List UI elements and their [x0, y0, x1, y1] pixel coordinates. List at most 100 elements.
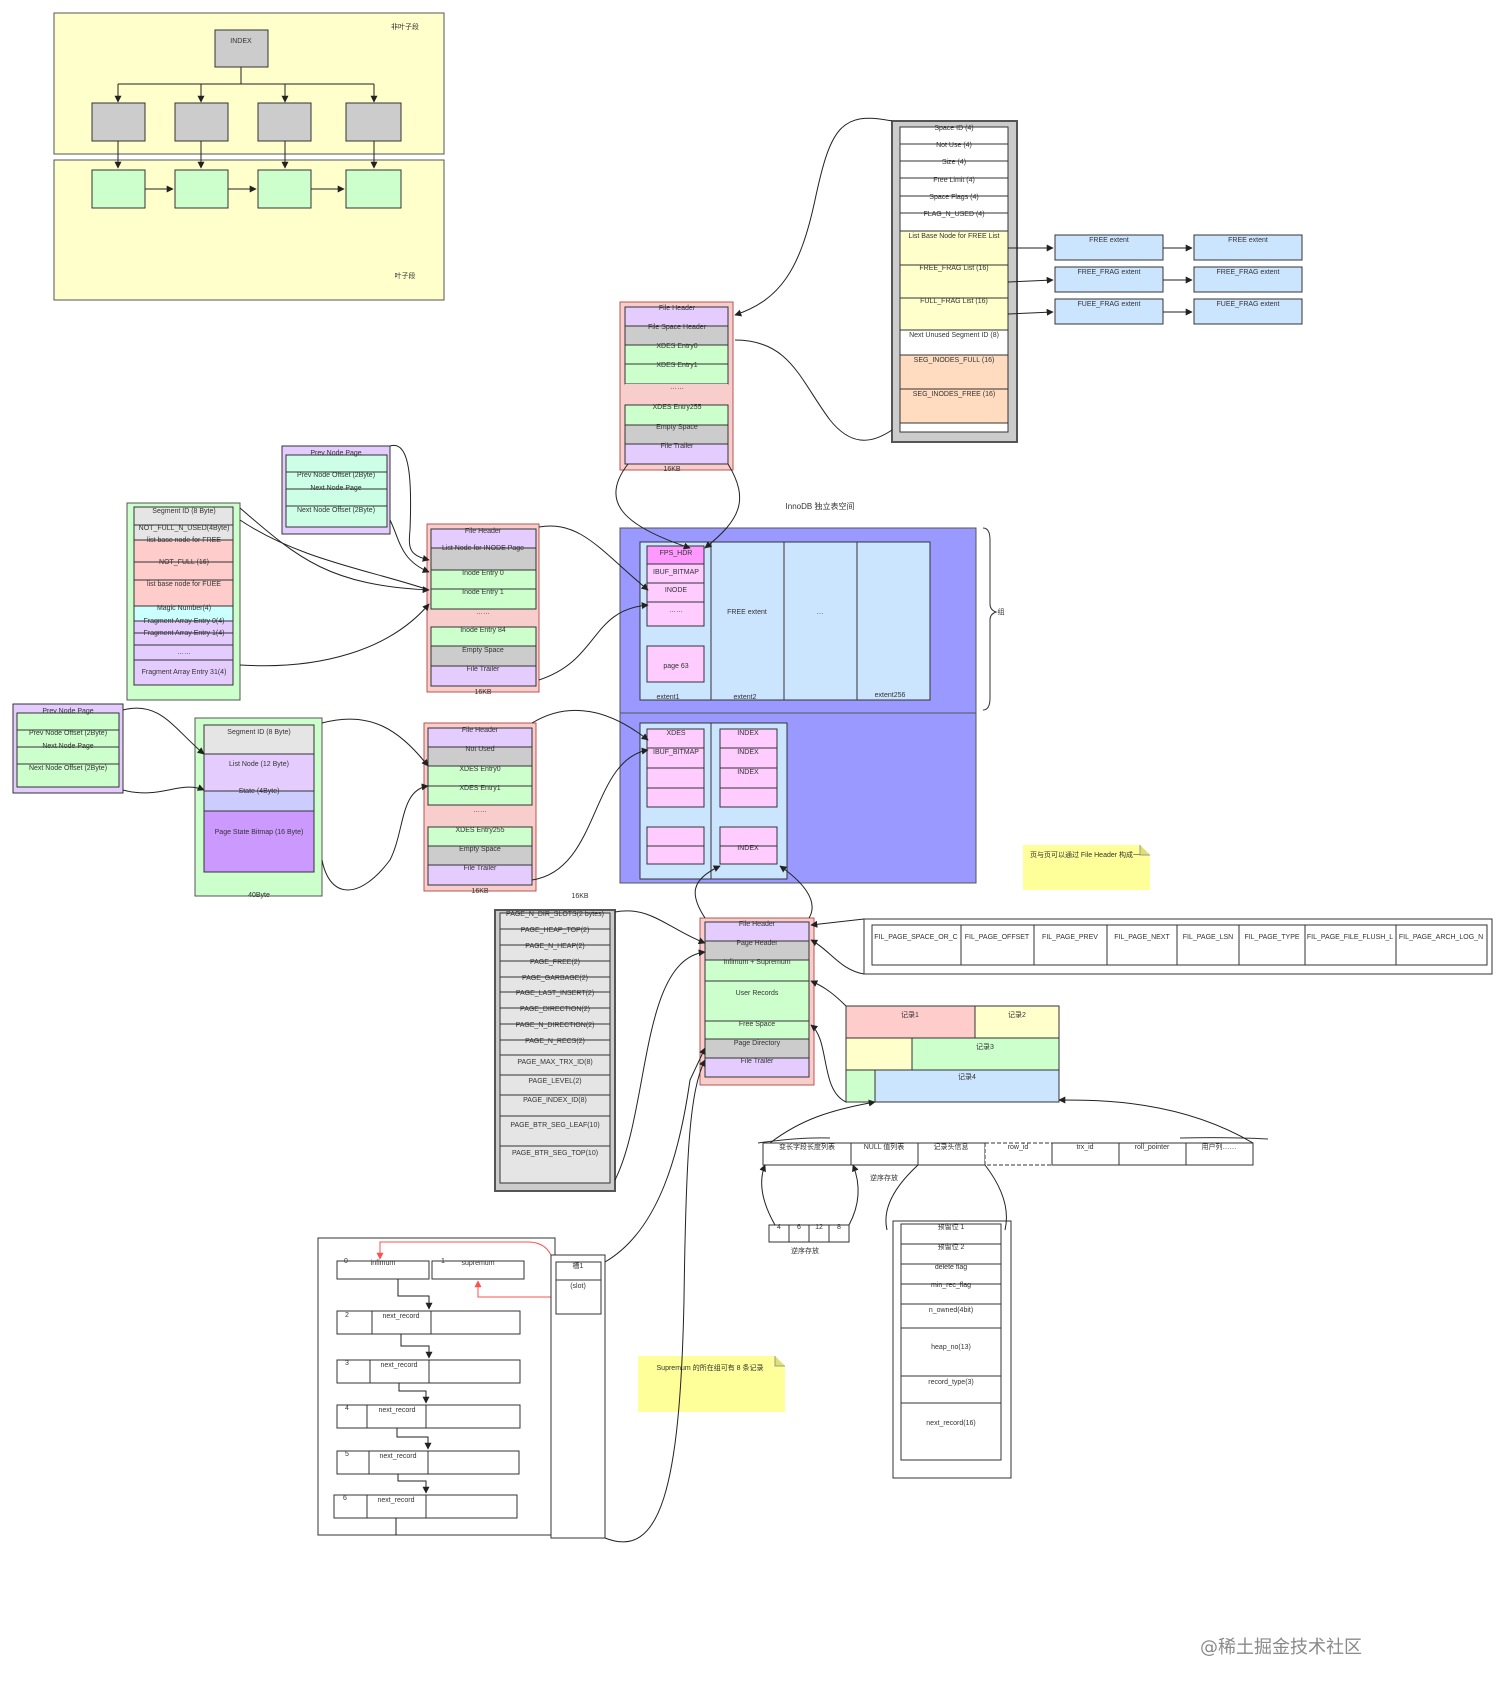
nonleaf-segment-label: 非叶子段: [391, 22, 419, 31]
xdes-page-row-0: File Header: [462, 727, 499, 734]
xdes-page-row-3: XDES Entry1: [459, 785, 500, 792]
fsp-row-2: Size (4): [942, 159, 966, 166]
xdes-page-row-2: XDES Entry0: [459, 766, 500, 773]
record-header-detail: 预留位 1 预留位 2 delete flag min_rec_flag n_o…: [885, 1164, 1012, 1479]
row-col-1: NULL 值列表: [864, 1142, 905, 1151]
chain-num-6: 6: [343, 1495, 347, 1502]
fsp-row-6: List Base Node for FREE List: [908, 233, 999, 240]
note-supremum: Supremum 的所在组可有 8 条记录: [638, 1356, 785, 1412]
fsp-page-row-6: Empty Space: [656, 424, 698, 431]
fsp-row-8: FULL_FRAG List (16): [920, 298, 988, 305]
group-label: 组: [998, 607, 1005, 616]
row-reverse-label: 逆序存放: [870, 1173, 898, 1182]
page-header-row-4: PAGE_GARBAGE(2): [522, 975, 588, 982]
list-node-bottom: Prev Node Page Prev Node Offset (2Byte) …: [12, 703, 124, 794]
index-page-row-4: Free Space: [739, 1021, 775, 1028]
extent-list-left-0: FREE extent: [1089, 237, 1129, 244]
chain-num-2: 2: [345, 1312, 349, 1319]
fsp-row-5: FLAG_N_USED (4): [923, 211, 984, 218]
rec-header-row-0: 预留位 1: [938, 1222, 965, 1231]
fil-header-3: FIL_PAGE_NEXT: [1114, 934, 1170, 941]
fsp-page-row-1: File Space Header: [648, 324, 707, 331]
xdes-page: File Header Not Used XDES Entry0 XDES En…: [423, 722, 589, 900]
inode-entry: Segment ID (8 Byte) NOT_FULL_N_USED(4Byt…: [126, 502, 241, 701]
list-node-bottom-row-0: Prev Node Page: [42, 708, 93, 715]
inode-page-row-3: Inode Entry 1: [462, 589, 504, 596]
fsp-row-4: Space Flags (4): [929, 194, 978, 201]
fsp-row-7: FREE_FRAG List (16): [919, 265, 988, 272]
xdes-page-row-5: XDES Entry255: [455, 827, 504, 834]
row-col-4: trx_id: [1076, 1144, 1093, 1151]
inode-entry-row-4: list base node for FUEE: [147, 581, 221, 588]
extent-list-right-1: FREE_FRAG extent: [1216, 269, 1279, 276]
row-col-6: 用户列……: [1202, 1142, 1237, 1151]
record-1: 记录1: [901, 1011, 919, 1019]
xdes-page-size: 16KB: [471, 888, 488, 895]
page-header-row-2: PAGE_N_HEAP(2): [525, 943, 584, 950]
xdes-page-row-4: ……: [473, 807, 487, 814]
g1-page-2: INODE: [665, 587, 688, 594]
chain-next-6: next_record: [378, 1497, 415, 1504]
inode-entry-row-1: NOT_FULL_N_USED(4Byte): [139, 525, 230, 532]
extent-list-right-2: FUEE_FRAG extent: [1216, 301, 1279, 308]
fil-header-5: FIL_PAGE_TYPE: [1244, 934, 1299, 941]
watermark: @稀土掘金技术社区: [1200, 1637, 1362, 1658]
fil-header-7: FIL_PAGE_ARCH_LOG_N: [1399, 934, 1483, 941]
page-header-row-6: PAGE_DIRECTION(2): [520, 1006, 590, 1013]
slot-title: 槽1: [573, 1261, 584, 1270]
xdes-entry-row-1: List Node (12 Byte): [229, 761, 289, 768]
rec-header-row-1: 预留位 2: [938, 1242, 965, 1251]
page-header-row-9: PAGE_MAX_TRX_ID(8): [517, 1059, 592, 1066]
tablespace-title: InnoDB 独立表空间: [786, 501, 855, 511]
extent-list-left-1: FREE_FRAG extent: [1077, 269, 1140, 276]
inode-entry-row-6: Fragment Array Entry 0(4): [144, 618, 225, 625]
list-node-bottom-row-2: Next Node Page: [42, 743, 93, 750]
inode-page-size: 16KB: [474, 689, 491, 696]
index-page: File Header Page Header Infimum + Suprem…: [699, 917, 815, 1086]
rec-header-row-3: min_rec_flag: [931, 1282, 971, 1289]
xdes-entry-row-0: Segment ID (8 Byte): [227, 729, 290, 736]
index-root-label: INDEX: [230, 38, 252, 45]
length-2: 12: [815, 1224, 823, 1231]
chain-num-4: 4: [345, 1405, 349, 1412]
xdes-entry-row-3: Page State Bitmap (16 Byte): [215, 829, 304, 836]
inode-page-row-1: List Node for INODE Page: [442, 545, 524, 552]
xdes-page-row-7: File Trailer: [464, 865, 497, 872]
inode-page-row-7: File Trailer: [467, 666, 500, 673]
chain-num-0: 0: [344, 1258, 348, 1265]
fil-header-6: FIL_PAGE_FILE_FLUSH_L: [1307, 934, 1393, 941]
chain-num-5: 5: [345, 1451, 349, 1458]
g1-label-1: extent2: [734, 694, 757, 701]
fil-header-1: FIL_PAGE_OFFSET: [965, 934, 1030, 941]
index-page-row-6: File Trailer: [741, 1058, 774, 1065]
note-file-header-text: 页与页可以通过 File Header 构成一: [1030, 850, 1140, 859]
page-header-row-8: PAGE_N_RECS(2): [525, 1038, 585, 1045]
record-3: 记录3: [976, 1043, 994, 1051]
chain-supremum: supremum: [461, 1260, 494, 1267]
chain-next-4: next_record: [379, 1407, 416, 1414]
fsp-page-size: 16KB: [663, 466, 680, 473]
g1-page-3: ……: [669, 607, 683, 614]
rec-header-row-7: next_record(16): [926, 1420, 975, 1427]
inode-page-row-6: Empty Space: [462, 647, 504, 654]
g1-page-4: page 63: [663, 663, 688, 670]
lengths-label: 逆序存放: [791, 1246, 819, 1255]
xdes-entry-size: 40Byte: [248, 892, 270, 899]
fil-header-detail: FIL_PAGE_SPACE_OR_C FIL_PAGE_OFFSET FIL_…: [863, 918, 1493, 975]
g2-page-1: IBUF_BITMAP: [653, 749, 699, 756]
index-page-row-1: Page Header: [736, 940, 778, 947]
fsp-header: Space ID (4) Not Use (4) Size (4) Free L…: [891, 120, 1018, 443]
slot-column: 槽1 (slot): [550, 1254, 606, 1539]
fsp-row-0: Space ID (4): [934, 125, 973, 132]
fil-header-0: FIL_PAGE_SPACE_OR_C: [874, 934, 957, 941]
inode-page-row-0: File Header: [465, 528, 502, 535]
xdes-entry-row-2: State (4Byte): [239, 788, 280, 795]
page-header-row-12: PAGE_BTR_SEG_LEAF(10): [510, 1122, 599, 1129]
fsp-page-row-2: XDES Entry0: [656, 343, 697, 350]
slot-value: (slot): [570, 1283, 586, 1290]
length-3: 8: [837, 1224, 841, 1231]
g1-page-0: FPS_HDR: [660, 550, 693, 557]
chain-next-2: next_record: [383, 1313, 420, 1320]
page-header-detail: PAGE_N_DIR_SLOTS(2 bytes) PAGE_HEAP_TOP(…: [494, 909, 616, 1192]
